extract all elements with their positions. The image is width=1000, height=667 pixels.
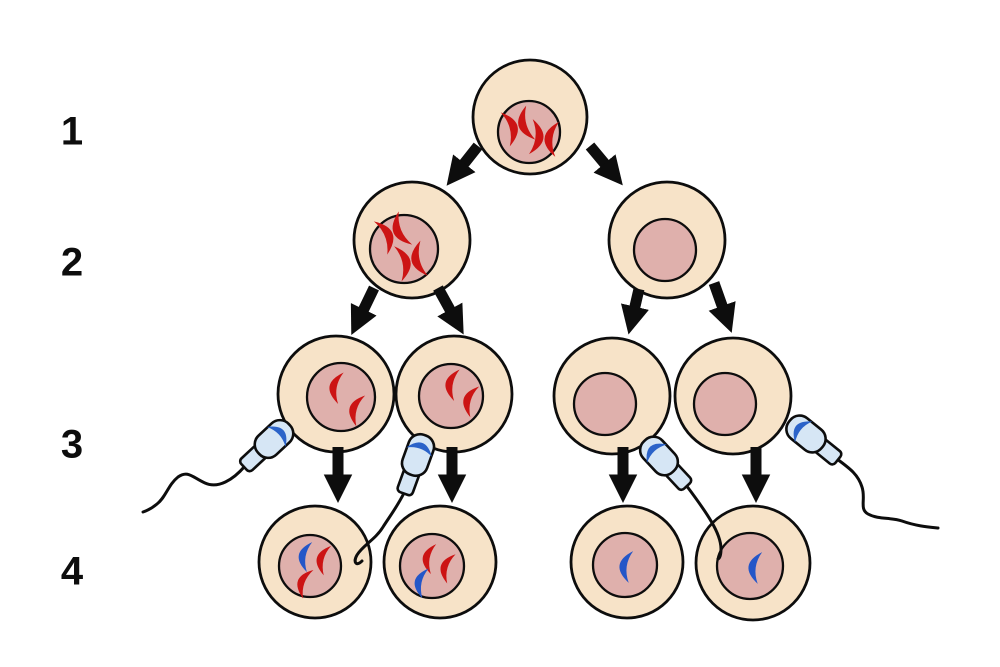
row-label-1: 1 <box>60 109 84 154</box>
arrow-1-to-2-left <box>446 142 483 186</box>
row-label-2: 2 <box>60 240 84 285</box>
sperm-tail <box>835 457 940 530</box>
row-3-cell-4 <box>673 336 793 456</box>
sperm-tail <box>684 483 723 561</box>
sperm-right <box>781 410 940 530</box>
sperm-head <box>781 410 846 470</box>
arrow-1-to-2-right <box>585 142 623 186</box>
sperm-tail <box>353 491 406 566</box>
row-2-cell-left <box>352 180 472 300</box>
sperm-head <box>391 431 438 499</box>
row-3-cell-2 <box>394 334 514 454</box>
row-4-cell-3 <box>569 504 685 620</box>
sperm-center-left <box>353 431 438 566</box>
division-arrows <box>323 142 771 504</box>
arrow-2-to-3-b <box>433 285 464 335</box>
sperm-tail <box>141 464 247 514</box>
row-label-4: 4 <box>60 549 84 594</box>
row-4-cell-4 <box>694 504 812 622</box>
row-1-cell-primary <box>471 58 589 176</box>
sperm-head <box>635 431 697 495</box>
sperm-left <box>141 415 299 514</box>
row-2-cell-right <box>607 180 727 300</box>
row-4-cell-2 <box>382 504 498 620</box>
row-label-3: 3 <box>60 422 84 467</box>
row-3-cell-1 <box>276 334 396 454</box>
arrow-2-to-3-d <box>708 281 736 333</box>
row-3-cell-3 <box>552 336 672 456</box>
arrow-2-to-3-c <box>620 287 649 335</box>
arrow-2-to-3-a <box>350 285 379 336</box>
sperm-center-right <box>635 431 723 561</box>
row-4-cell-1 <box>257 504 373 620</box>
sperm-head <box>235 415 299 477</box>
